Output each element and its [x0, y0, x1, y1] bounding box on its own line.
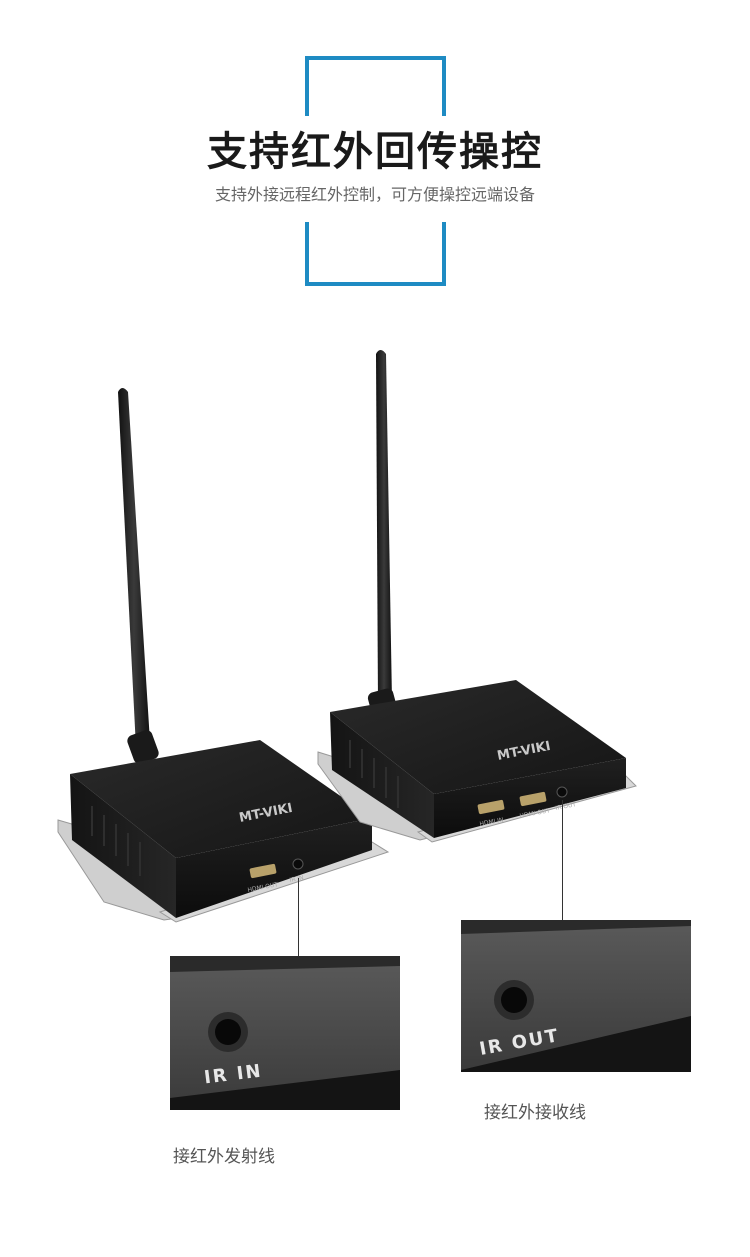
- left-antenna: [118, 388, 159, 764]
- right-hdmi-in-port: [477, 799, 505, 815]
- zoom-panel-ir-out: IR OUT: [461, 920, 691, 1072]
- left-ir-in-jack: [292, 858, 304, 870]
- left-hdmi-out-port: [249, 863, 277, 879]
- devices-illustration: MT-VIKI HDMI OUT IR IN MT-VIKI: [57, 350, 637, 923]
- page-title: 支持红外回传操控: [0, 124, 750, 180]
- caption-ir-receiver: 接红外接收线: [484, 1103, 586, 1123]
- right-port-label-ir: IR OUT: [555, 801, 577, 812]
- title-frame-bottom: [305, 222, 446, 286]
- right-device: MT-VIKI HDMI IN HDMI OUT IR OUT: [317, 350, 637, 843]
- left-port-label-ir: IR IN: [289, 874, 304, 884]
- right-port-label-hdmi-in: HDMI IN: [479, 816, 504, 827]
- left-device: MT-VIKI HDMI OUT IR IN: [57, 388, 390, 923]
- left-leader-line: [298, 878, 299, 956]
- right-hdmi-out-port: [519, 791, 547, 807]
- right-leader-line: [562, 800, 563, 920]
- zoom-panel-ir-in: IR IN: [170, 956, 400, 1110]
- right-ir-out-jack: [556, 786, 568, 798]
- right-antenna: [367, 350, 399, 722]
- page-subtitle: 支持外接远程红外控制，可方便操控远端设备: [214, 185, 535, 204]
- caption-ir-transmitter: 接红外发射线: [173, 1147, 275, 1167]
- title-frame-top: [305, 56, 446, 116]
